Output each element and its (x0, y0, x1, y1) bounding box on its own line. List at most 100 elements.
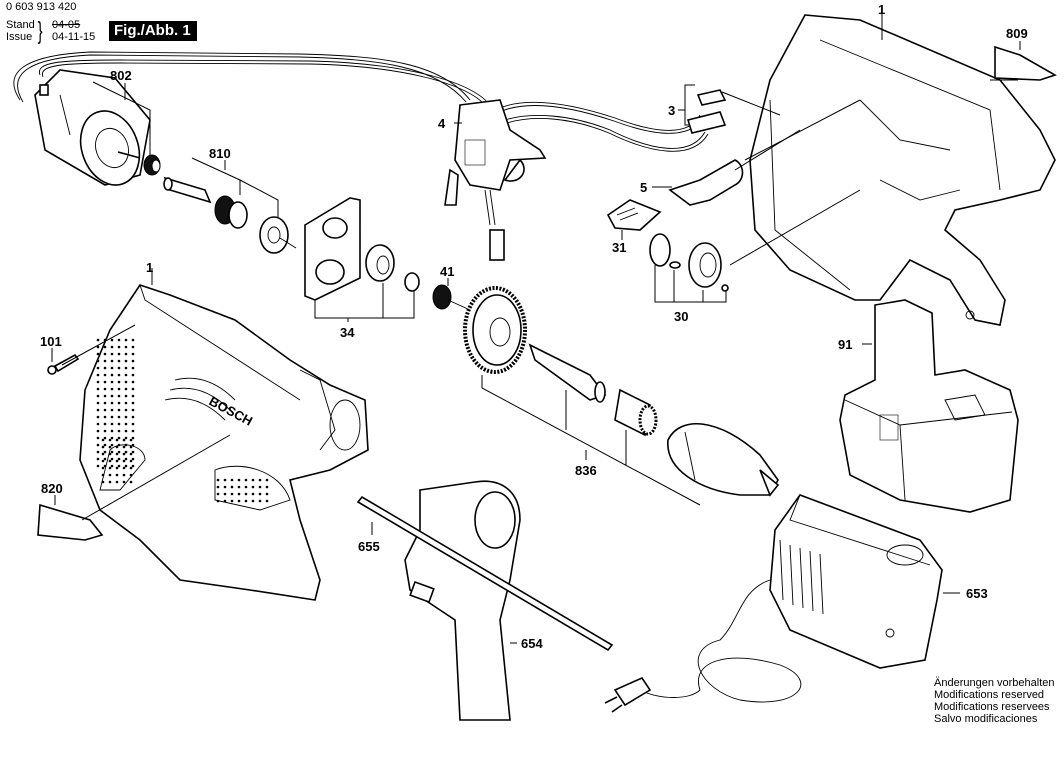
grip-dot (96, 345, 100, 349)
grip-dot (129, 459, 133, 463)
grip-dot (101, 466, 105, 470)
grip-dot (103, 429, 107, 433)
grip-dot (103, 415, 107, 419)
grip-dot (110, 408, 114, 412)
gear-selector-set-30 (649, 233, 729, 292)
power-plug (604, 676, 652, 713)
grip-dot (131, 415, 135, 419)
grip-dot (110, 450, 114, 454)
label-part-34: 34 (340, 325, 355, 340)
grip-dot (124, 373, 128, 377)
grip-dot (124, 338, 128, 342)
grip-dot (131, 422, 135, 426)
label-part-810: 810 (209, 146, 231, 161)
grip-dot (110, 464, 114, 468)
grip-dot (131, 457, 135, 461)
grip-dot (96, 338, 100, 342)
grip-dot (96, 373, 100, 377)
stand-label: Stand (6, 19, 35, 31)
grip-dot (122, 438, 126, 442)
grip-dot (110, 387, 114, 391)
grip-dot (223, 499, 227, 503)
grip-dot (115, 480, 119, 484)
grip-dot (122, 445, 126, 449)
grip-dot (101, 480, 105, 484)
notice-line-es: Salvo modificaciones (934, 713, 1038, 725)
grip-dot (124, 352, 128, 356)
notice-line-de: Änderungen vorbehalten (934, 677, 1055, 689)
label-part-820: 820 (41, 481, 63, 496)
grip-dot (223, 478, 227, 482)
grip-dot (117, 380, 121, 384)
grip-dot (117, 373, 121, 377)
charger-653 (769, 494, 943, 669)
grip-dot (96, 359, 100, 363)
battery-pack-91 (839, 299, 1019, 513)
grip-dot (122, 480, 126, 484)
grip-dot (124, 464, 128, 468)
grip-dot (124, 415, 128, 419)
label-part-31: 31 (612, 240, 626, 255)
grip-dot (103, 359, 107, 363)
grip-dot (122, 452, 126, 456)
grip-dot (96, 415, 100, 419)
grip-dot (110, 366, 114, 370)
figure-label: Fig./Abb. 1 (109, 21, 197, 41)
grip-dot (96, 450, 100, 454)
grip-dot (110, 429, 114, 433)
grip-dot (103, 387, 107, 391)
grip-dot (103, 408, 107, 412)
grip-dot (117, 394, 121, 398)
modifications-notice: Änderungen vorbehalten Modifications res… (934, 677, 1054, 725)
grip-dot (131, 338, 135, 342)
direction-slide-5 (668, 159, 744, 206)
grip-dot (115, 459, 119, 463)
part-labels: 1 1 3 4 5 30 31 34 41 91 101 653 654 655… (40, 2, 1028, 651)
document-number: 0 603 913 420 (6, 1, 77, 13)
grip-dot (108, 459, 112, 463)
label-part-654: 654 (521, 636, 543, 651)
grip-dot (131, 401, 135, 405)
grip-dot (110, 415, 114, 419)
grip-dot (103, 436, 107, 440)
grip-dot (96, 380, 100, 384)
grip-dot (258, 485, 262, 489)
label-part-4: 4 (438, 116, 446, 131)
grip-dot (108, 480, 112, 484)
grip-dot (129, 445, 133, 449)
housing-dot-pattern (96, 338, 269, 503)
grip-dot (110, 401, 114, 405)
grip-dot (124, 345, 128, 349)
grip-dot (103, 443, 107, 447)
grip-dot (117, 450, 121, 454)
label-part-653: 653 (966, 586, 988, 601)
grip-dot (108, 466, 112, 470)
grip-dot (124, 443, 128, 447)
grip-dot (117, 422, 121, 426)
label-part-30: 30 (674, 309, 688, 324)
grip-dot (265, 492, 269, 496)
grip-dot (131, 345, 135, 349)
switch-contacts-3 (686, 89, 727, 134)
grip-dot (251, 492, 255, 496)
grip-dot (117, 464, 121, 468)
grip-dot (110, 359, 114, 363)
grip-dot (265, 485, 269, 489)
grip-dot (96, 429, 100, 433)
grip-dot (110, 373, 114, 377)
grip-dot (122, 466, 126, 470)
grip-dot (237, 492, 241, 496)
nameplate-809 (994, 45, 1057, 81)
grip-dot (103, 373, 107, 377)
grip-dot (108, 452, 112, 456)
grip-dot (110, 380, 114, 384)
housing-right-half-1 (749, 14, 1056, 326)
grip-dot (96, 366, 100, 370)
grip-dot (96, 387, 100, 391)
depth-stop-rod-655 (356, 495, 614, 652)
grip-dot (251, 499, 255, 503)
grip-dot (124, 436, 128, 440)
label-part-5: 5 (640, 180, 647, 195)
grip-dot (129, 438, 133, 442)
